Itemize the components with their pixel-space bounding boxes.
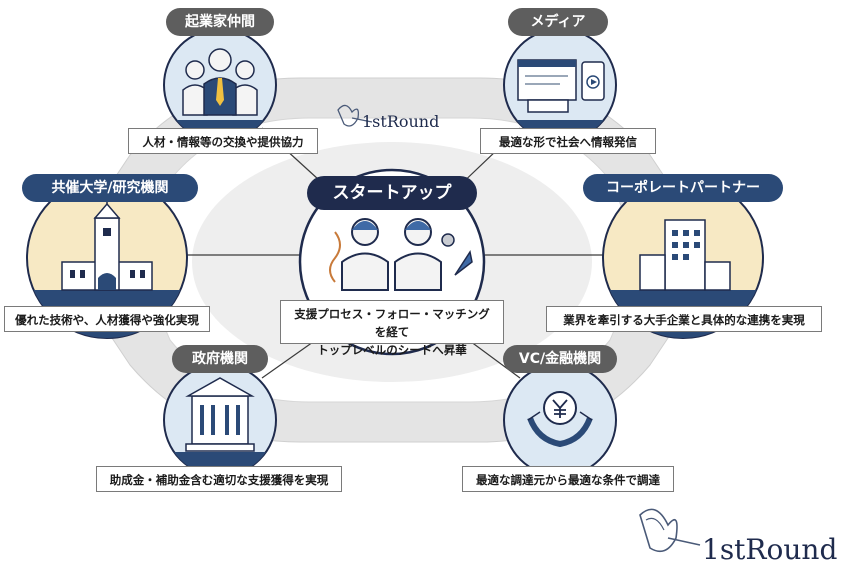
government-title: 政府機関 bbox=[172, 345, 268, 373]
corporate-title: コーポレートパートナー bbox=[583, 174, 783, 202]
entrepreneurs-title: 起業家仲間 bbox=[166, 8, 274, 36]
startup-description-line2: トップレベルのシードへ昇華 bbox=[317, 343, 467, 357]
small-logo-text: 1stRound bbox=[362, 112, 440, 131]
university-title: 共催大学/研究機関 bbox=[22, 174, 198, 202]
government-description: 助成金・補助金含む適切な支援獲得を実現 bbox=[96, 466, 342, 492]
startup-title: スタートアップ bbox=[307, 176, 477, 210]
large-logo-text: 1stRound bbox=[702, 533, 838, 566]
corporate-description: 業界を牽引する大手企業と具体的な連携を実現 bbox=[546, 306, 822, 332]
university-description: 優れた技術や、人材獲得や強化実現 bbox=[4, 306, 210, 332]
vc-circle bbox=[503, 363, 617, 477]
media-description: 最適な形で社会へ情報発信 bbox=[480, 128, 656, 154]
startup-description-line1: 支援プロセス・フォロー・マッチングを経て bbox=[294, 307, 490, 339]
government-circle bbox=[163, 363, 277, 477]
small-hummingbird-icon bbox=[337, 104, 373, 127]
vc-description: 最適な調達元から最適な条件で調達 bbox=[462, 466, 674, 492]
media-title: メディア bbox=[508, 8, 608, 36]
entrepreneurs-description: 人材・情報等の交換や提供協力 bbox=[128, 128, 318, 154]
startup-people-icon bbox=[329, 218, 473, 291]
startup-description: 支援プロセス・フォロー・マッチングを経て トップレベルのシードへ昇華 bbox=[280, 300, 504, 357]
vc-title: VC/金融機関 bbox=[503, 345, 617, 373]
large-hummingbird-icon bbox=[639, 508, 701, 553]
yen-coin-hands-icon bbox=[527, 391, 593, 448]
